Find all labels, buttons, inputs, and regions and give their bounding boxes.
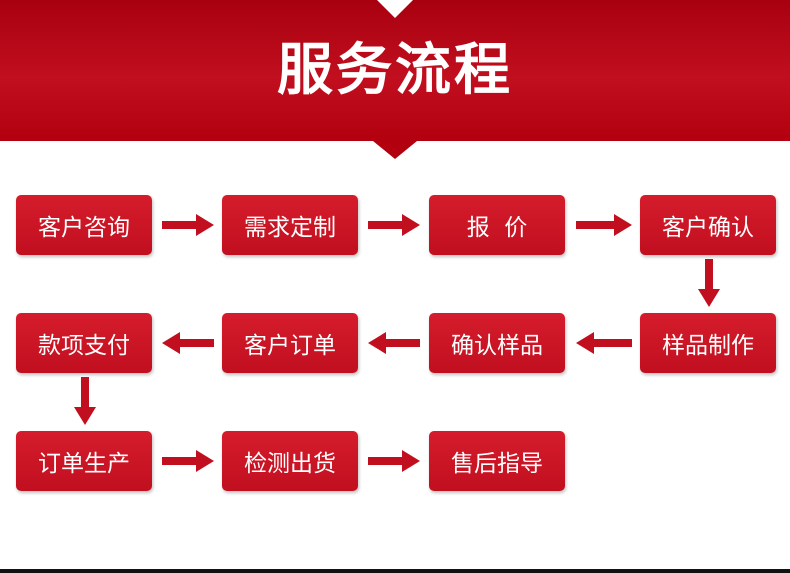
arrow-right-icon [162, 214, 214, 236]
page-title: 服务流程 [277, 38, 513, 103]
step-quote: 报 价 [429, 195, 565, 255]
arrow-down-icon [74, 377, 96, 425]
arrow-right-icon [368, 214, 420, 236]
step-customize: 需求定制 [222, 195, 358, 255]
arrow-left-icon [162, 332, 214, 354]
step-production: 订单生产 [16, 431, 152, 491]
step-aftersale: 售后指导 [429, 431, 565, 491]
header-banner: 服务流程 [0, 0, 790, 159]
arrow-down-icon [698, 259, 720, 307]
arrow-right-icon [162, 450, 214, 472]
bottom-divider [0, 569, 790, 573]
banner-notch-top [377, 0, 413, 18]
step-inspection: 检测出货 [222, 431, 358, 491]
step-order: 客户订单 [222, 313, 358, 373]
step-confirm: 客户确认 [640, 195, 776, 255]
arrow-right-icon [368, 450, 420, 472]
arrow-left-icon [576, 332, 632, 354]
step-sample-confirm: 确认样品 [429, 313, 565, 373]
step-payment: 款项支付 [16, 313, 152, 373]
arrow-right-icon [576, 214, 632, 236]
banner-notch-bottom [373, 141, 417, 159]
step-sample-make: 样品制作 [640, 313, 776, 373]
step-consult: 客户咨询 [16, 195, 152, 255]
arrow-left-icon [368, 332, 420, 354]
